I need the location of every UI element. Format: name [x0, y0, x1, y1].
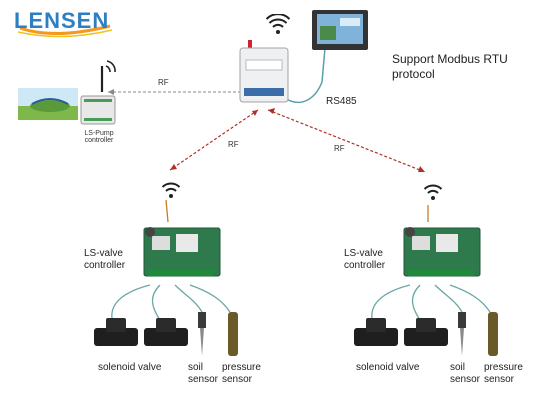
- support-label: Support Modbus RTU protocol: [392, 52, 508, 81]
- rf-label-left: RF: [228, 140, 239, 149]
- brand-logo: LENSEN: [14, 6, 114, 40]
- touchscreen-icon: [312, 10, 368, 50]
- pressure-sensor-left-label: pressure sensor: [222, 362, 261, 385]
- solenoid-valve-right-icon: [354, 316, 450, 352]
- rf-label-pump: RF: [158, 78, 169, 87]
- pump-controller-label: LS-Pump controller: [84, 130, 114, 144]
- solenoid-valve-right-label: solenoid valve: [356, 362, 420, 373]
- valve-controller-right-wifi-icon: [422, 182, 444, 202]
- pump-field-image: [18, 88, 78, 120]
- rf-label-right: RF: [334, 144, 345, 153]
- valve-controller-left-board: [142, 222, 222, 284]
- pump-antenna-icon: [96, 58, 120, 94]
- valve-controller-right-label: LS-valve controller: [344, 248, 386, 271]
- gateway-device: [238, 40, 290, 104]
- solenoid-valve-left-icon: [94, 316, 190, 352]
- pump-controller-device: [80, 92, 116, 126]
- rs485-label: RS485: [326, 96, 357, 107]
- valve-controller-left-wifi-icon: [160, 180, 182, 200]
- soil-sensor-left-icon: [196, 312, 208, 356]
- soil-sensor-right-label: soil sensor: [450, 362, 481, 385]
- brand-name: LENSEN: [14, 8, 110, 33]
- valve-controller-right-board: [402, 222, 482, 284]
- gateway-wifi-icon: [266, 14, 290, 36]
- pressure-sensor-left-icon: [226, 312, 240, 358]
- valve-controller-left-label: LS-valve controller: [84, 248, 126, 271]
- solenoid-valve-left-label: solenoid valve: [98, 362, 162, 373]
- pressure-sensor-right-label: pressure sensor: [484, 362, 523, 385]
- logo-swoosh-icon: [17, 24, 113, 38]
- soil-sensor-left-label: soil sensor: [188, 362, 219, 385]
- pressure-sensor-right-icon: [486, 312, 500, 358]
- soil-sensor-right-icon: [456, 312, 468, 356]
